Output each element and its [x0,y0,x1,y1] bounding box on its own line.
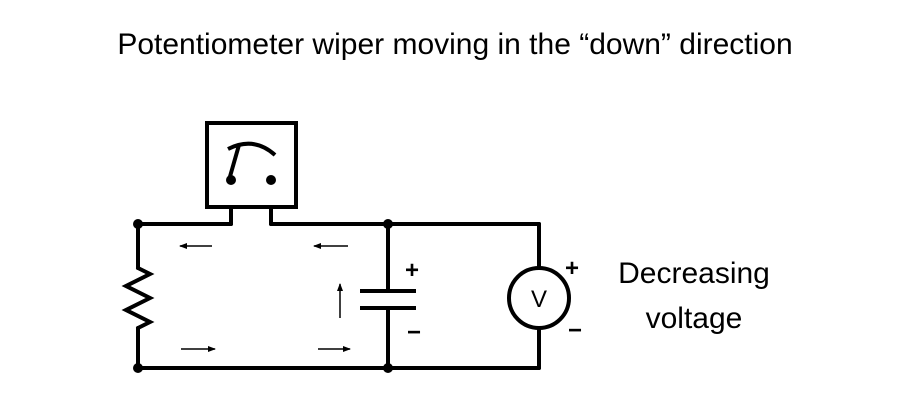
junction-dots [133,219,393,373]
capacitor-minus-label: − [407,319,421,346]
capacitor-plus-label: + [405,257,419,284]
galvanometer-icon [205,121,298,209]
diagram-title: Potentiometer wiper moving in the “down”… [117,28,793,61]
capacitor-icon [360,289,416,310]
voltmeter-plus-label: + [565,255,579,282]
annotation-line-1: Decreasing [618,257,770,290]
current-arrows [179,243,351,352]
annotation-line-2: voltage [646,302,743,335]
voltmeter-icon [507,266,571,330]
circuit-wires [121,180,541,370]
voltmeter-label: V [531,286,547,313]
voltmeter-minus-label: − [568,317,582,344]
